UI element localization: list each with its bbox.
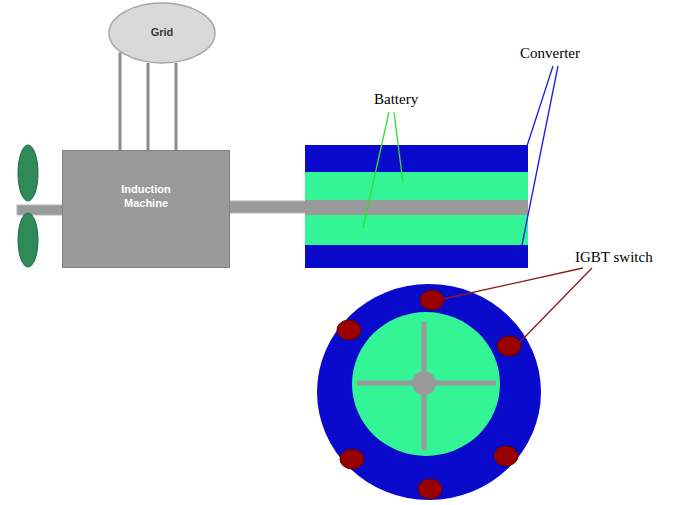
shaft (305, 200, 528, 215)
leader-line (443, 268, 583, 299)
shaft (17, 205, 63, 215)
igbt-dot (418, 479, 442, 499)
battery-band (305, 215, 528, 245)
grid-circle: Grid (108, 2, 216, 64)
igbt-dot (340, 449, 364, 469)
part-label: Battery (374, 91, 418, 108)
propeller-blade (18, 213, 38, 267)
converter-band (305, 145, 528, 268)
leader-line (394, 112, 403, 183)
igbt-dot (420, 290, 444, 310)
machine-box: Induction Machine (62, 150, 230, 268)
node-text: Induction Machine (110, 183, 182, 211)
igbt-dot (494, 446, 518, 466)
battery-band (305, 172, 528, 200)
leader-line (363, 112, 389, 228)
propeller-blade (18, 145, 38, 201)
hub (412, 371, 436, 395)
part-label: Converter (520, 45, 580, 62)
part-label: IGBT switch (575, 249, 653, 266)
battery-disc (352, 312, 500, 456)
leader-line (527, 66, 553, 146)
igbt-dot (497, 336, 521, 356)
shaft (229, 201, 307, 213)
leader-line (519, 268, 592, 343)
igbt-dot (337, 320, 361, 340)
box-shape (63, 151, 230, 268)
leader-line (522, 66, 558, 245)
power-line (175, 63, 178, 150)
box-outline (62, 150, 230, 268)
power-line (147, 63, 150, 150)
circle-shape (109, 3, 215, 63)
converter-ring (317, 284, 541, 500)
node-text: Grid (151, 26, 174, 40)
power-line (119, 52, 122, 150)
